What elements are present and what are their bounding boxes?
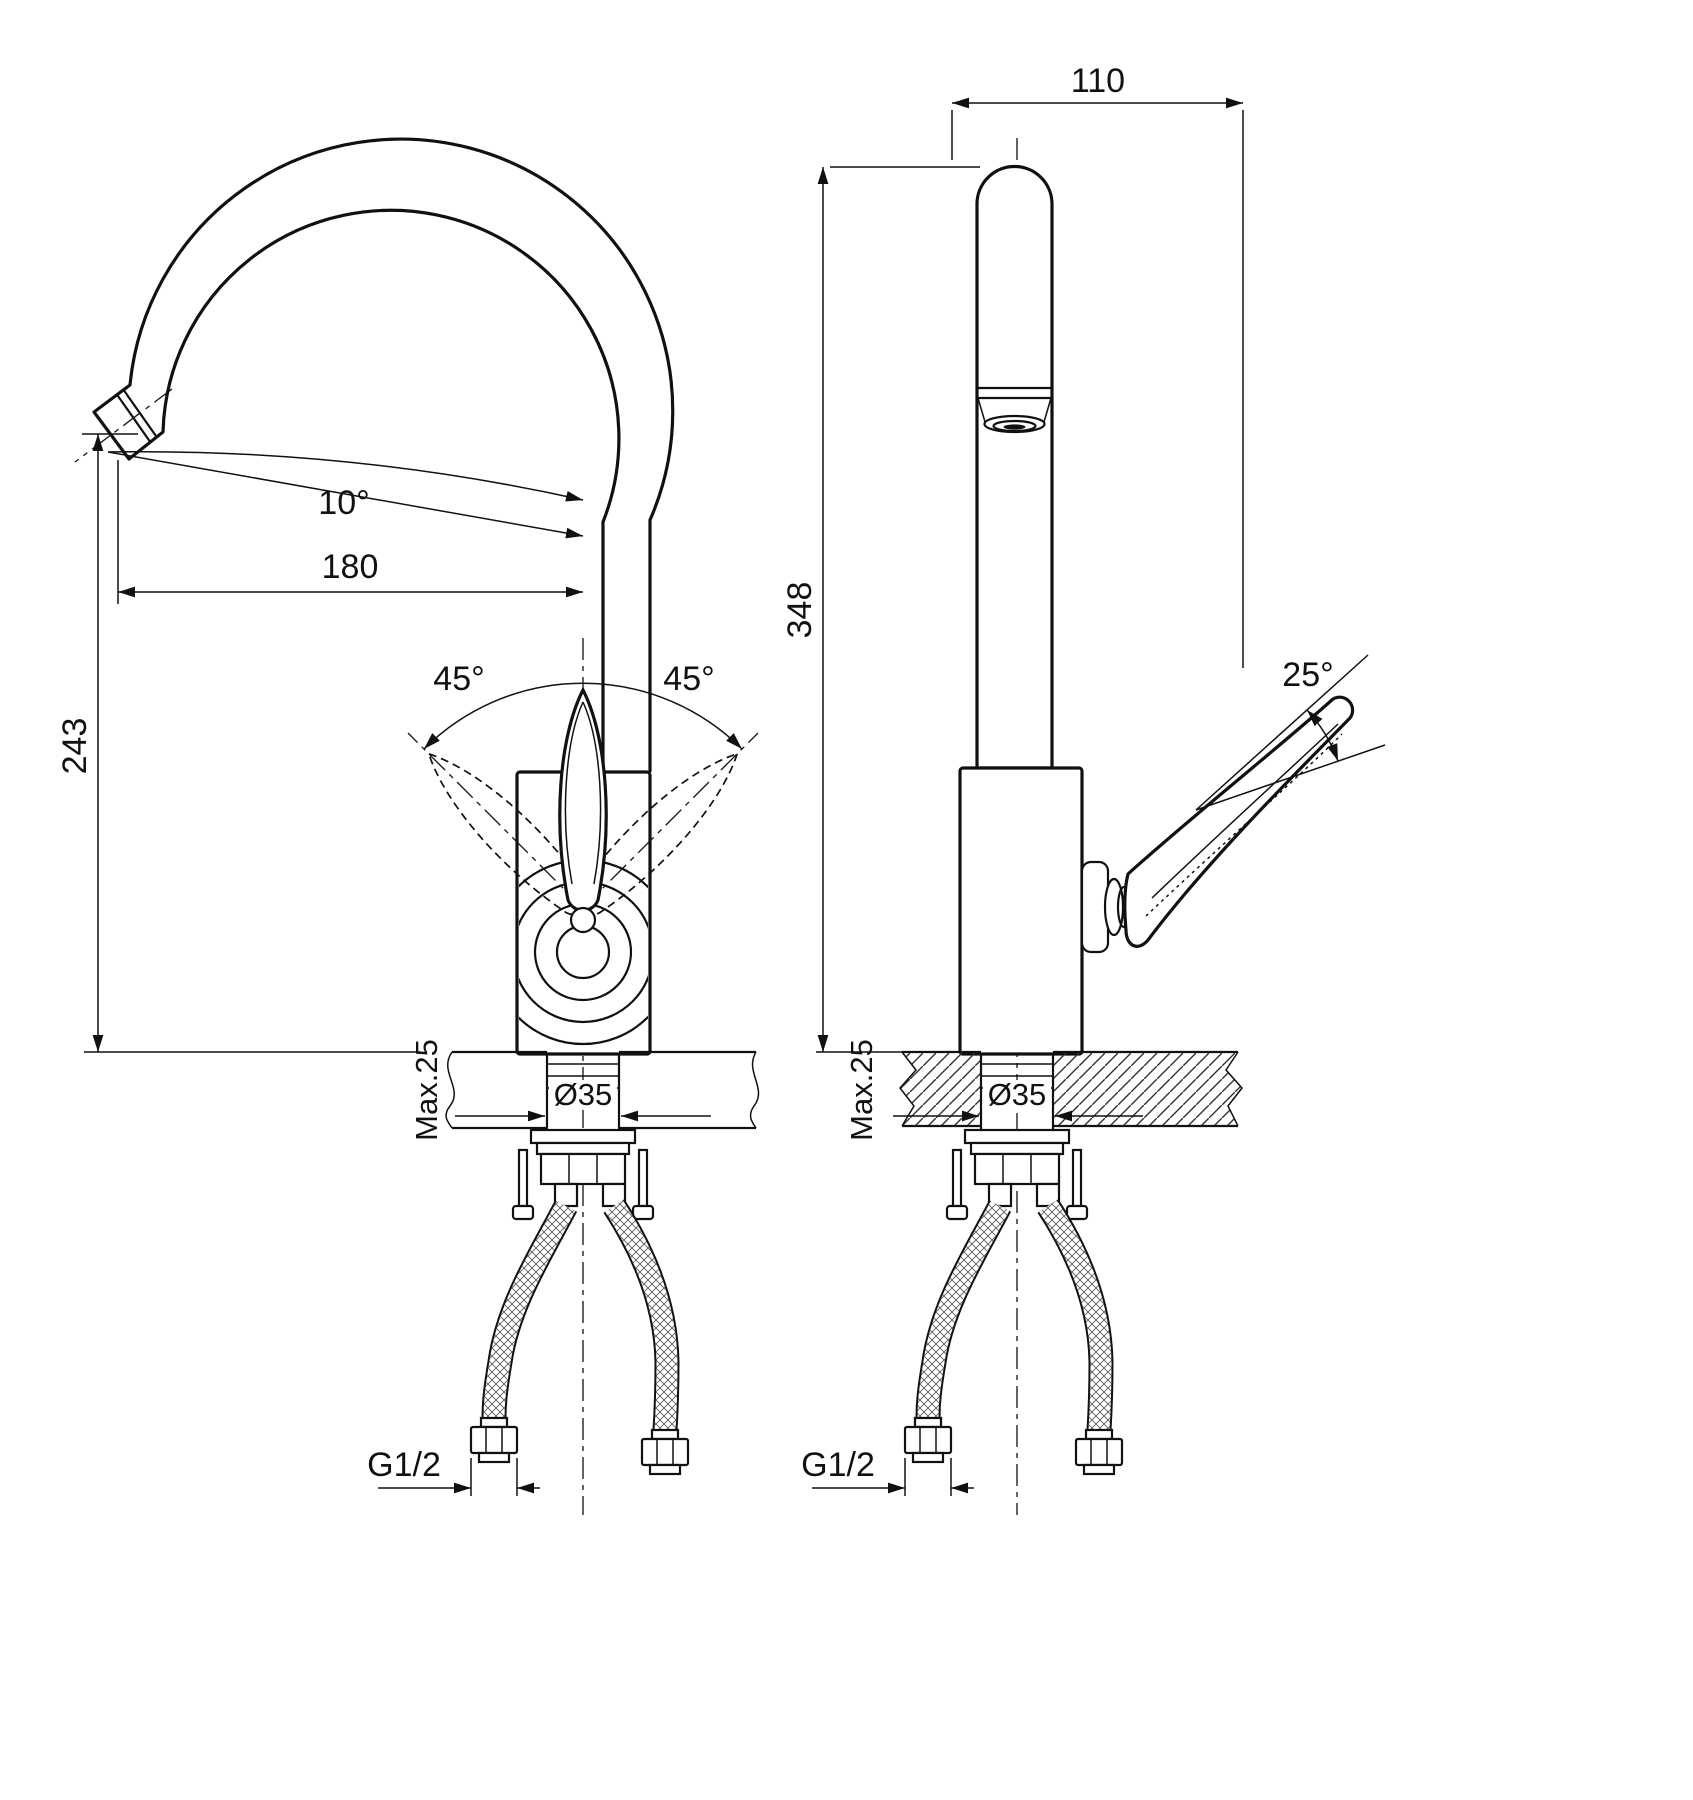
hose-fitting-left bbox=[469, 1416, 519, 1464]
dim-handle-angle: 25° bbox=[1195, 654, 1386, 811]
mount-nut bbox=[973, 1152, 1061, 1186]
handle-contour-left bbox=[564, 701, 584, 885]
dim-spout-reach: 180 bbox=[117, 460, 583, 604]
mount-stud-left bbox=[517, 1148, 529, 1210]
dim-thread: G1/2 bbox=[367, 1446, 540, 1496]
overall-height-label: 348 bbox=[781, 582, 819, 639]
handle-joint-ring-outer bbox=[1103, 877, 1125, 937]
handle-angle-label: 25° bbox=[1282, 656, 1333, 694]
stud-head-left bbox=[945, 1204, 969, 1221]
stud-head-right bbox=[1065, 1204, 1089, 1221]
hole-diameter-label: Ø35 bbox=[554, 1077, 613, 1112]
handle-phantom-positions bbox=[407, 732, 759, 927]
handle-texture bbox=[1145, 733, 1343, 917]
hose-fitting-left bbox=[903, 1416, 953, 1464]
counter-break-right bbox=[1225, 1051, 1243, 1127]
aerator-outlet bbox=[977, 386, 1052, 434]
thread-label: G1/2 bbox=[801, 1446, 875, 1484]
handle-swing-arc bbox=[423, 682, 743, 750]
stud-head-left bbox=[511, 1204, 535, 1221]
supply-hoses bbox=[928, 1206, 1101, 1430]
mount-seal bbox=[535, 1141, 631, 1156]
handle-lever bbox=[1123, 695, 1355, 948]
spout-outline bbox=[92, 137, 675, 772]
side-view: 10° 180 243 45° 45° Max.25 Ø35 G1/2 bbox=[56, 137, 760, 1515]
counter-break-right bbox=[749, 1051, 760, 1129]
mount-washer bbox=[529, 1128, 637, 1145]
spout-tip-centerline bbox=[74, 388, 173, 463]
handle-swing-right-label: 45° bbox=[663, 660, 714, 698]
dim-top-width: 110 bbox=[951, 62, 1244, 668]
counter-break-left bbox=[899, 1051, 917, 1127]
mount-washer bbox=[963, 1128, 1071, 1145]
dim-thread: G1/2 bbox=[801, 1446, 974, 1496]
dim-hole-diameter: Ø35 bbox=[455, 1077, 711, 1122]
countertop bbox=[445, 1050, 760, 1130]
hose-fitting-right bbox=[640, 1428, 690, 1476]
dim-spout-angle: 10° bbox=[107, 450, 584, 539]
mount-seal bbox=[969, 1141, 1065, 1156]
counter-break-left bbox=[445, 1051, 456, 1129]
handle-swing-left-label: 45° bbox=[433, 660, 484, 698]
handle-contour-right bbox=[582, 701, 602, 885]
faucet-body bbox=[958, 766, 1084, 1056]
handle-pivot-cap bbox=[569, 906, 597, 934]
mounting-hardware bbox=[511, 1128, 655, 1221]
front-view: 25° 110 348 bbox=[781, 62, 1386, 1515]
mounting-hardware bbox=[945, 1128, 1089, 1221]
countertop bbox=[899, 1050, 1243, 1128]
hole-diameter-label: Ø35 bbox=[988, 1077, 1047, 1112]
spout-reach-label: 180 bbox=[322, 548, 379, 586]
dim-overall-height: 348 bbox=[781, 166, 980, 1053]
mount-stud-right bbox=[1071, 1148, 1083, 1210]
max-thickness-label: Max.25 bbox=[409, 1039, 444, 1141]
mount-stud-left bbox=[951, 1148, 963, 1210]
top-width-label: 110 bbox=[1071, 62, 1125, 100]
spout-column bbox=[975, 164, 1054, 770]
max-thickness-label: Max.25 bbox=[844, 1039, 879, 1141]
outlet-height-label: 243 bbox=[56, 718, 94, 775]
spout-angle-label: 10° bbox=[318, 484, 369, 522]
supply-hoses bbox=[494, 1206, 667, 1430]
dim-outlet-height: 243 bbox=[56, 433, 420, 1053]
handle-lever bbox=[558, 688, 608, 913]
hose-fitting-right bbox=[1074, 1428, 1124, 1476]
dim-hole-diameter: Ø35 bbox=[893, 1077, 1143, 1122]
stud-head-right bbox=[631, 1204, 655, 1221]
mount-stud-right bbox=[637, 1148, 649, 1210]
mount-nut bbox=[539, 1152, 627, 1186]
thread-label: G1/2 bbox=[367, 1446, 441, 1484]
handle-contour bbox=[1151, 723, 1339, 899]
